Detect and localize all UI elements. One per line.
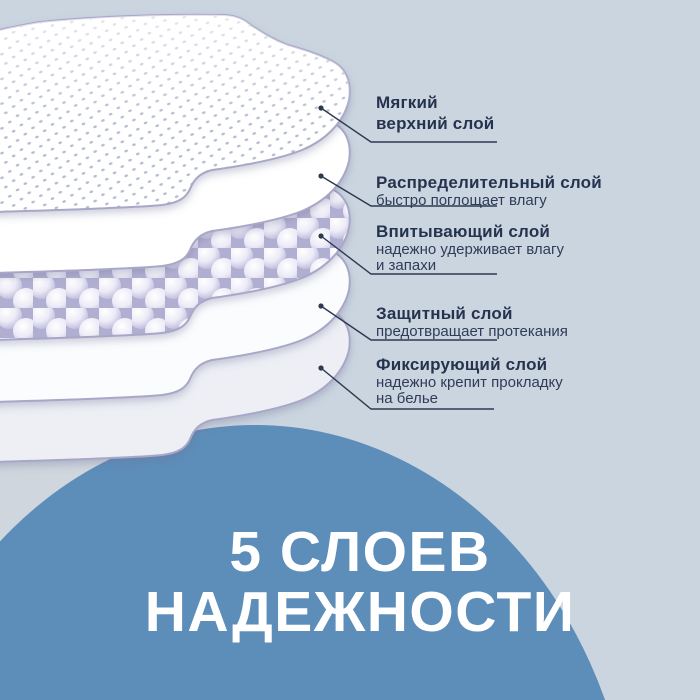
pad-layers (0, 13, 351, 463)
layer-label-4: Защитный слой предотвращает протекания (376, 303, 568, 340)
layer-label-5-desc-line2: на белье (376, 390, 438, 407)
layer-label-3-desc-line1: надежно удерживает влагу (376, 241, 564, 258)
badge-caption: 5 СЛОЕВ НАДЕЖНОСТИ (10, 522, 700, 642)
layer-label-4-title: Защитный слой (376, 304, 513, 323)
leader-line-5 (320, 367, 494, 410)
layer-label-4-desc: предотвращает протекания (376, 323, 568, 340)
badge-caption-line2: НАДЕЖНОСТИ (144, 580, 576, 644)
layer-label-5-title: Фиксирующий слой (376, 355, 548, 374)
layer-label-5-desc-line1: надежно крепит прокладку (376, 374, 563, 391)
layer-label-1-title-line1: Мягкий (376, 93, 438, 112)
leader-lines (320, 107, 497, 410)
pad-top-highlight (0, 14, 350, 212)
layer-label-2: Распределительный слой быстро поглощает … (376, 172, 602, 209)
badge-caption-line1: 5 СЛОЕВ (229, 520, 491, 584)
layer-label-5: Фиксирующий слой надежно крепит прокладк… (376, 354, 563, 407)
leader-dot-5 (318, 365, 324, 371)
leader-dot-1 (318, 105, 324, 111)
leader-line-2 (320, 175, 497, 207)
leader-line-3 (320, 235, 497, 275)
layer-label-1-title-line2: верхний слой (376, 114, 495, 133)
blue-circle (0, 425, 605, 700)
leader-dot-4 (318, 303, 324, 309)
layer-label-3: Впитывающий слой надежно удерживает влаг… (376, 221, 564, 274)
layer-label-3-title: Впитывающий слой (376, 222, 551, 241)
leader-line-1 (320, 107, 497, 143)
layer-label-3-desc-line2: и запахи (376, 257, 437, 274)
layer-label-1: Мягкий верхний слой (376, 92, 494, 134)
leader-dot-3 (318, 233, 324, 239)
leader-dot-2 (318, 173, 324, 179)
leader-line-4 (320, 305, 497, 341)
leader-dots (318, 105, 324, 371)
layer-label-2-title: Распределительный слой (376, 173, 602, 192)
layer-label-2-desc: быстро поглощает влагу (376, 192, 547, 209)
